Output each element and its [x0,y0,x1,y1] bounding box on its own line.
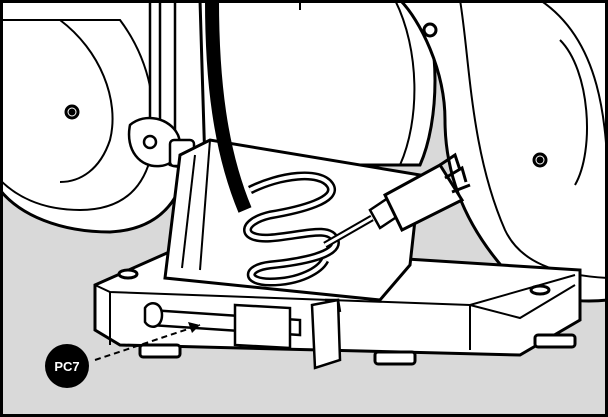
wrench-clip-illustration [143,298,342,370]
power-cord-illustration [205,0,471,287]
callout-label: PC7 [54,359,79,374]
callout-badge [45,344,89,388]
callout-leader-line [94,324,201,361]
callout-arrowhead [188,322,200,333]
motor-housing [198,0,437,167]
left-hub [127,0,217,169]
left-wheel [0,0,192,234]
